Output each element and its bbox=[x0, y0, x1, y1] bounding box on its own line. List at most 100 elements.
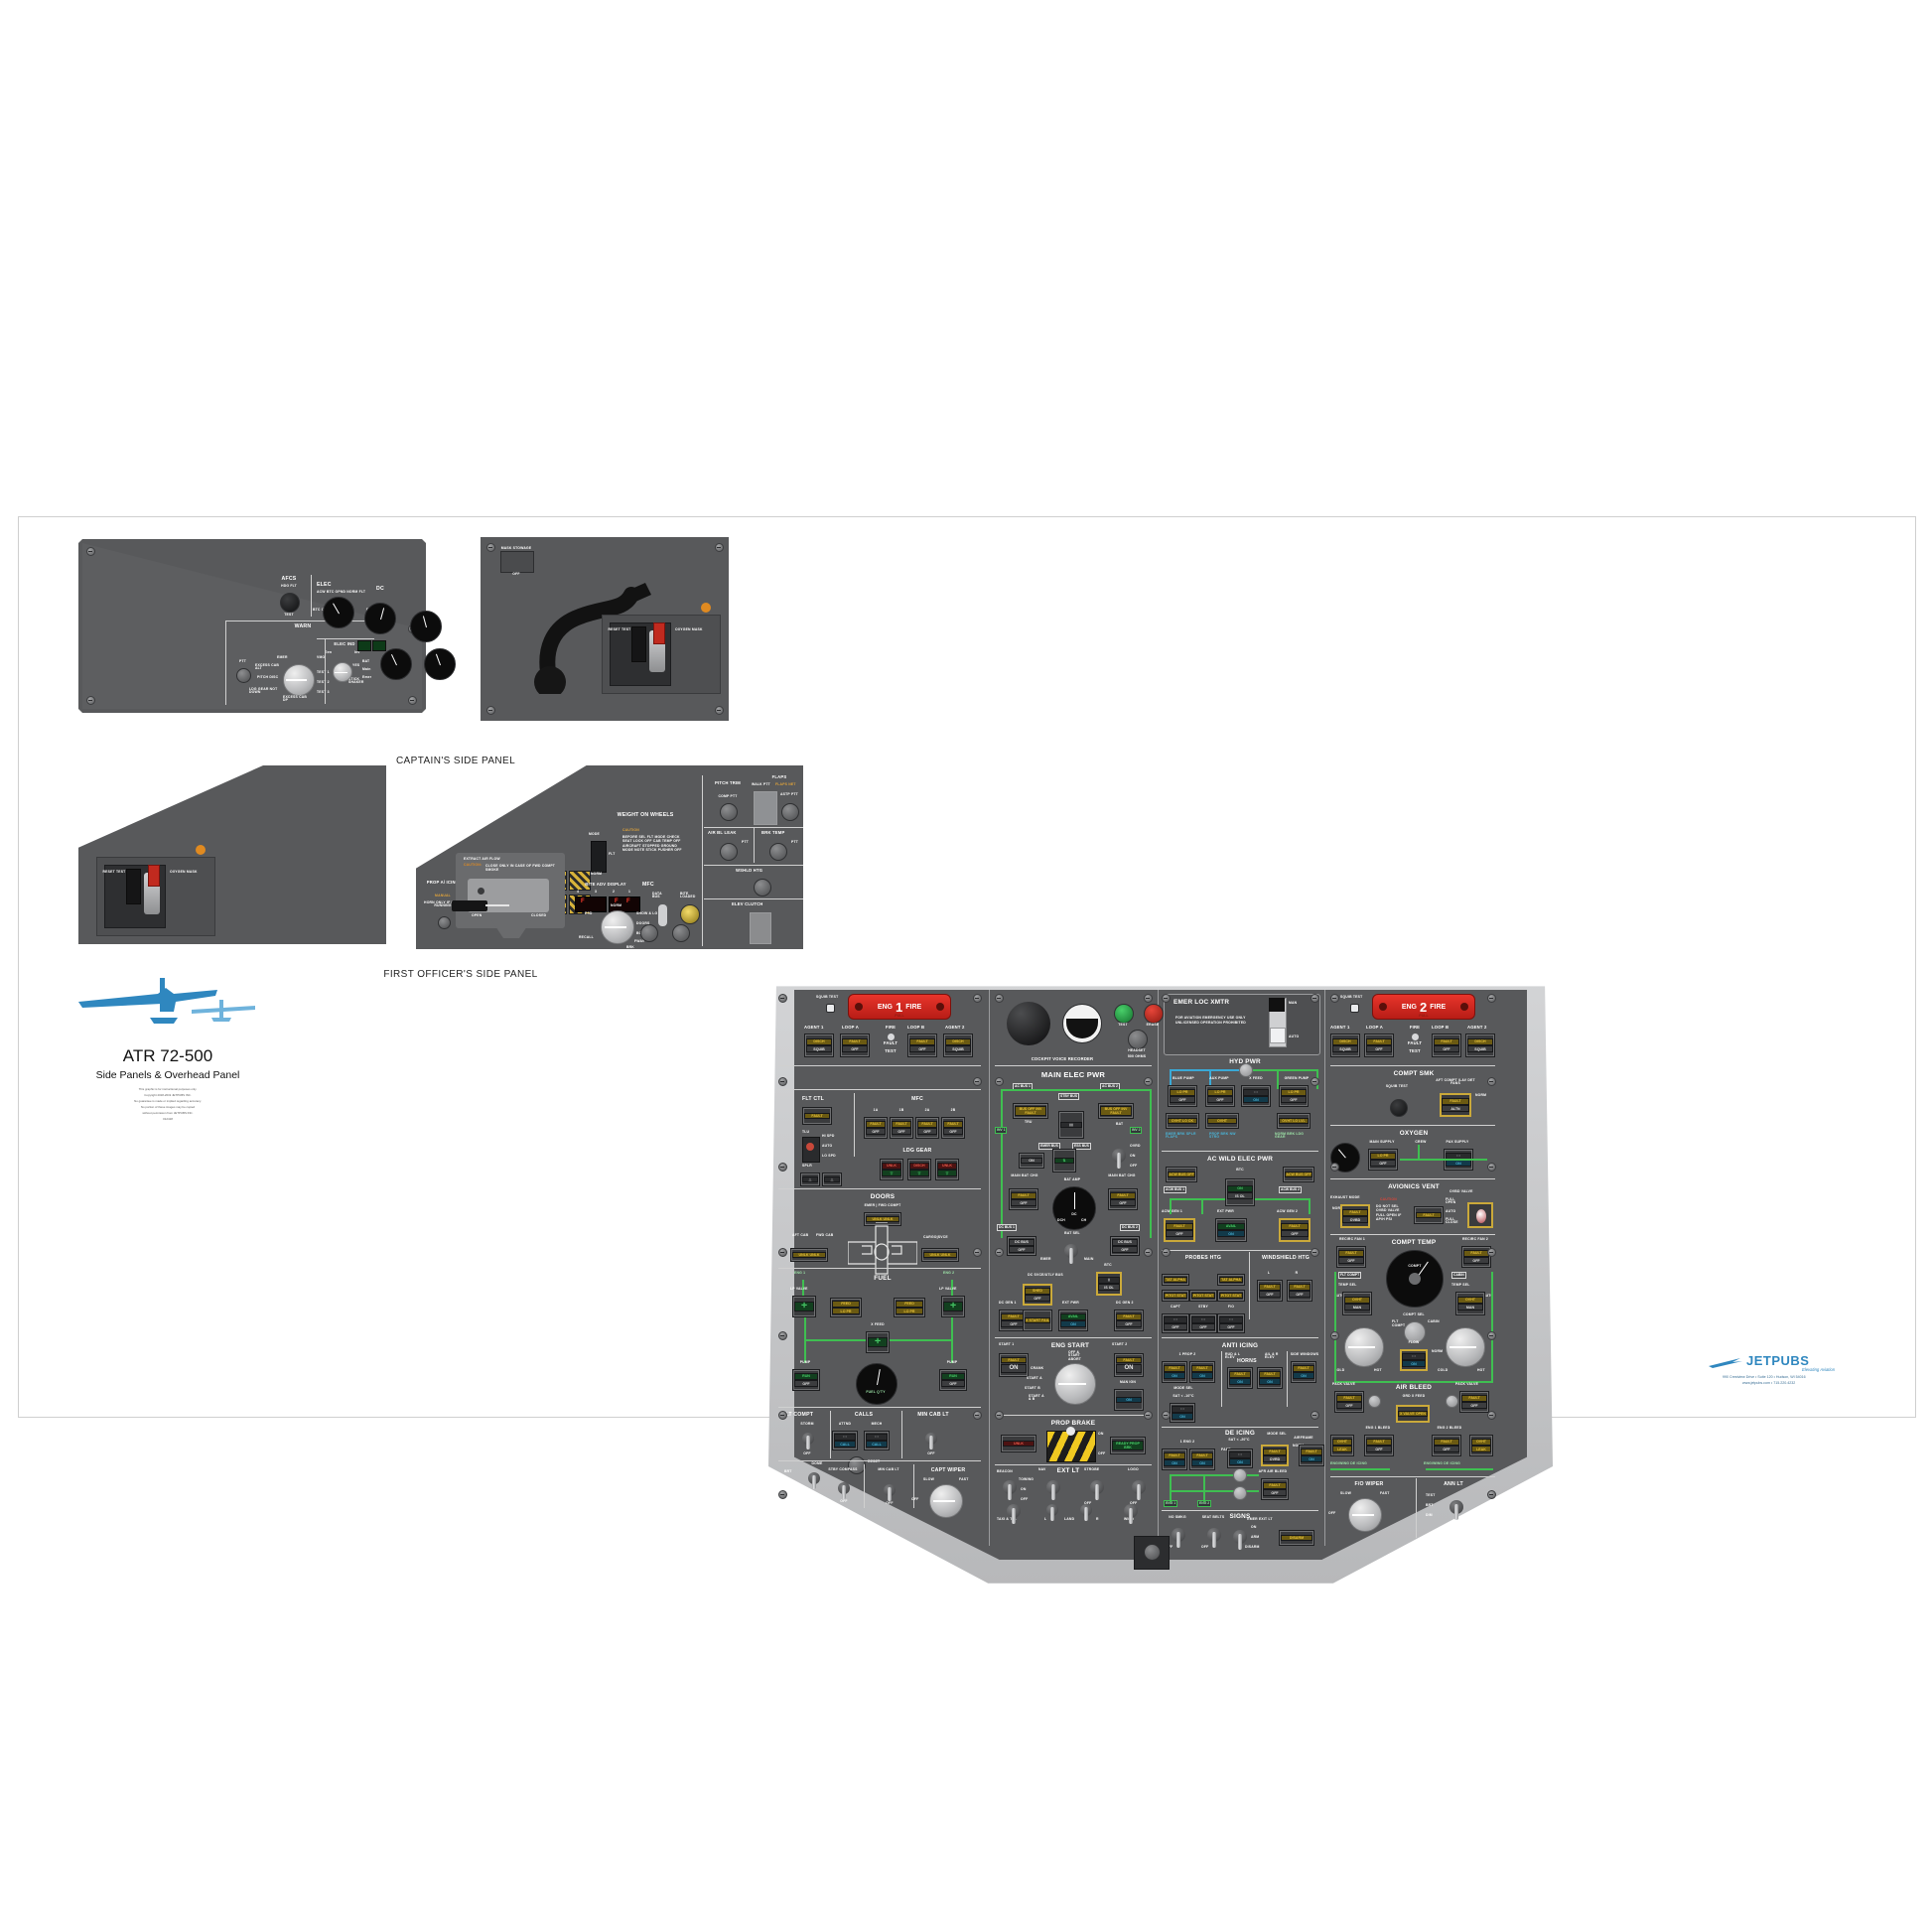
brk-temp-button[interactable] bbox=[769, 843, 787, 861]
ext-lt-land-r-switch[interactable] bbox=[1080, 1504, 1092, 1522]
cvr-test-button[interactable] bbox=[1114, 1004, 1134, 1024]
mfc-selector-knob[interactable] bbox=[601, 910, 634, 944]
eng1-fire-fault-lamp[interactable] bbox=[888, 1034, 895, 1040]
compt-temp-cabin-knob[interactable] bbox=[1446, 1327, 1485, 1367]
ext-lt-strobe-switch[interactable] bbox=[1090, 1480, 1104, 1500]
probes-pitot-stat-3[interactable]: PITOT STAT bbox=[1217, 1290, 1245, 1302]
prop-brake-ready-indicator[interactable]: READY PROP BRK bbox=[1110, 1437, 1146, 1454]
prop-brake-unlk-indicator[interactable]: UNLK bbox=[1001, 1435, 1036, 1452]
acw-bus-2-off-button[interactable]: ACW BUS OFF bbox=[1283, 1167, 1314, 1182]
fuel-lp-valve-button-1[interactable]: ✛ bbox=[792, 1296, 816, 1317]
eng-start-selector-knob[interactable] bbox=[1054, 1363, 1096, 1405]
probes-tat-alpha-1[interactable]: TAT ALPHA bbox=[1162, 1274, 1189, 1286]
mfc-mfc-no-test-button[interactable] bbox=[672, 924, 690, 942]
ldg-gear-light-1[interactable]: UNLK▽ bbox=[880, 1159, 903, 1180]
emer-loc-xmtr-switch-handle[interactable] bbox=[1270, 1028, 1286, 1043]
emer-bus-button[interactable]: ⇅ bbox=[1052, 1149, 1076, 1173]
fo-oxygen-mask-red-lever[interactable] bbox=[148, 865, 160, 887]
compt-temp-flow-button[interactable]: • •ON bbox=[1400, 1349, 1428, 1371]
ann-lt-switch[interactable] bbox=[1449, 1500, 1463, 1520]
mfc-bite-loaded-lamp[interactable] bbox=[680, 904, 700, 924]
flt-compt-storm-switch[interactable] bbox=[802, 1433, 814, 1450]
avionics-fault-button[interactable]: FAULT bbox=[1414, 1206, 1444, 1224]
probes-pitot-stat-1[interactable]: PITOT STAT bbox=[1162, 1290, 1189, 1302]
fo-wiper-knob[interactable] bbox=[1348, 1498, 1382, 1532]
ext-lt-nav-switch[interactable] bbox=[1046, 1480, 1060, 1500]
eng1-fire-handle[interactable]: ENG 1 FIRE PULL bbox=[848, 994, 951, 1020]
bat-ovrd-switch[interactable] bbox=[1112, 1149, 1126, 1169]
inv2-bus-off-button[interactable]: BUS OFF INV FAULT bbox=[1098, 1103, 1134, 1119]
anti-icing-mode-sel-button[interactable]: • •ON bbox=[1170, 1403, 1195, 1423]
eng2-fire-fault-lamp[interactable] bbox=[1412, 1034, 1419, 1040]
fo-oxygen-reset-test-switch[interactable] bbox=[126, 869, 141, 904]
ldg-gear-light-2[interactable]: DISCH▽ bbox=[907, 1159, 931, 1180]
bat-sel-switch[interactable] bbox=[1064, 1244, 1078, 1264]
min-cab-lt-switch-1[interactable] bbox=[925, 1433, 937, 1450]
hyd-x-feed-button[interactable]: • •ON bbox=[1241, 1085, 1271, 1107]
wshld-htg-button[interactable] bbox=[754, 879, 771, 897]
doors-aft-fwd-cab-button[interactable]: UNLK UNLK bbox=[790, 1248, 828, 1262]
capt-wiper-knob[interactable] bbox=[929, 1484, 963, 1518]
ext-lt-land-l-switch[interactable] bbox=[1046, 1504, 1058, 1522]
weight-on-wheels-mode-switch[interactable] bbox=[591, 841, 607, 873]
min-cab-lt-switch-2[interactable] bbox=[884, 1484, 896, 1502]
elec-ind-knob[interactable] bbox=[333, 662, 352, 682]
probes-tat-alpha-2[interactable]: TAT ALPHA bbox=[1217, 1274, 1245, 1286]
acw-bus-1-off-button[interactable]: ACW BUS OFF bbox=[1166, 1167, 1197, 1182]
pitch-trim-ptt-button[interactable] bbox=[720, 803, 738, 821]
cvr-headset-jack-icon[interactable] bbox=[1128, 1030, 1148, 1049]
x-start-fail-button[interactable]: X START FAIL bbox=[1023, 1310, 1052, 1331]
warn-ptt-button[interactable] bbox=[236, 668, 251, 683]
fuel-lp-valve-button-2[interactable]: ✛ bbox=[941, 1296, 965, 1317]
ext-lt-wing-switch[interactable] bbox=[1124, 1504, 1138, 1524]
warn-dim-lamp-2[interactable] bbox=[372, 640, 386, 651]
mfc-ptacaw-button[interactable] bbox=[640, 924, 658, 942]
ext-lt-beacon-switch[interactable] bbox=[1003, 1480, 1017, 1500]
elev-clutch-guard[interactable] bbox=[750, 912, 771, 944]
signs-disarm-button[interactable]: DISARM bbox=[1279, 1530, 1314, 1546]
eng2-squib-test-lamp[interactable] bbox=[1350, 1004, 1359, 1013]
air-bleed-x-valve-button[interactable]: X VALVE OPEN bbox=[1396, 1405, 1430, 1423]
ext-lt-taxi-switch[interactable] bbox=[1007, 1504, 1021, 1524]
flt-ctl-fault-button[interactable]: FAULT bbox=[802, 1107, 832, 1125]
stby-bus-button[interactable]: ▮▮ bbox=[1058, 1111, 1084, 1139]
